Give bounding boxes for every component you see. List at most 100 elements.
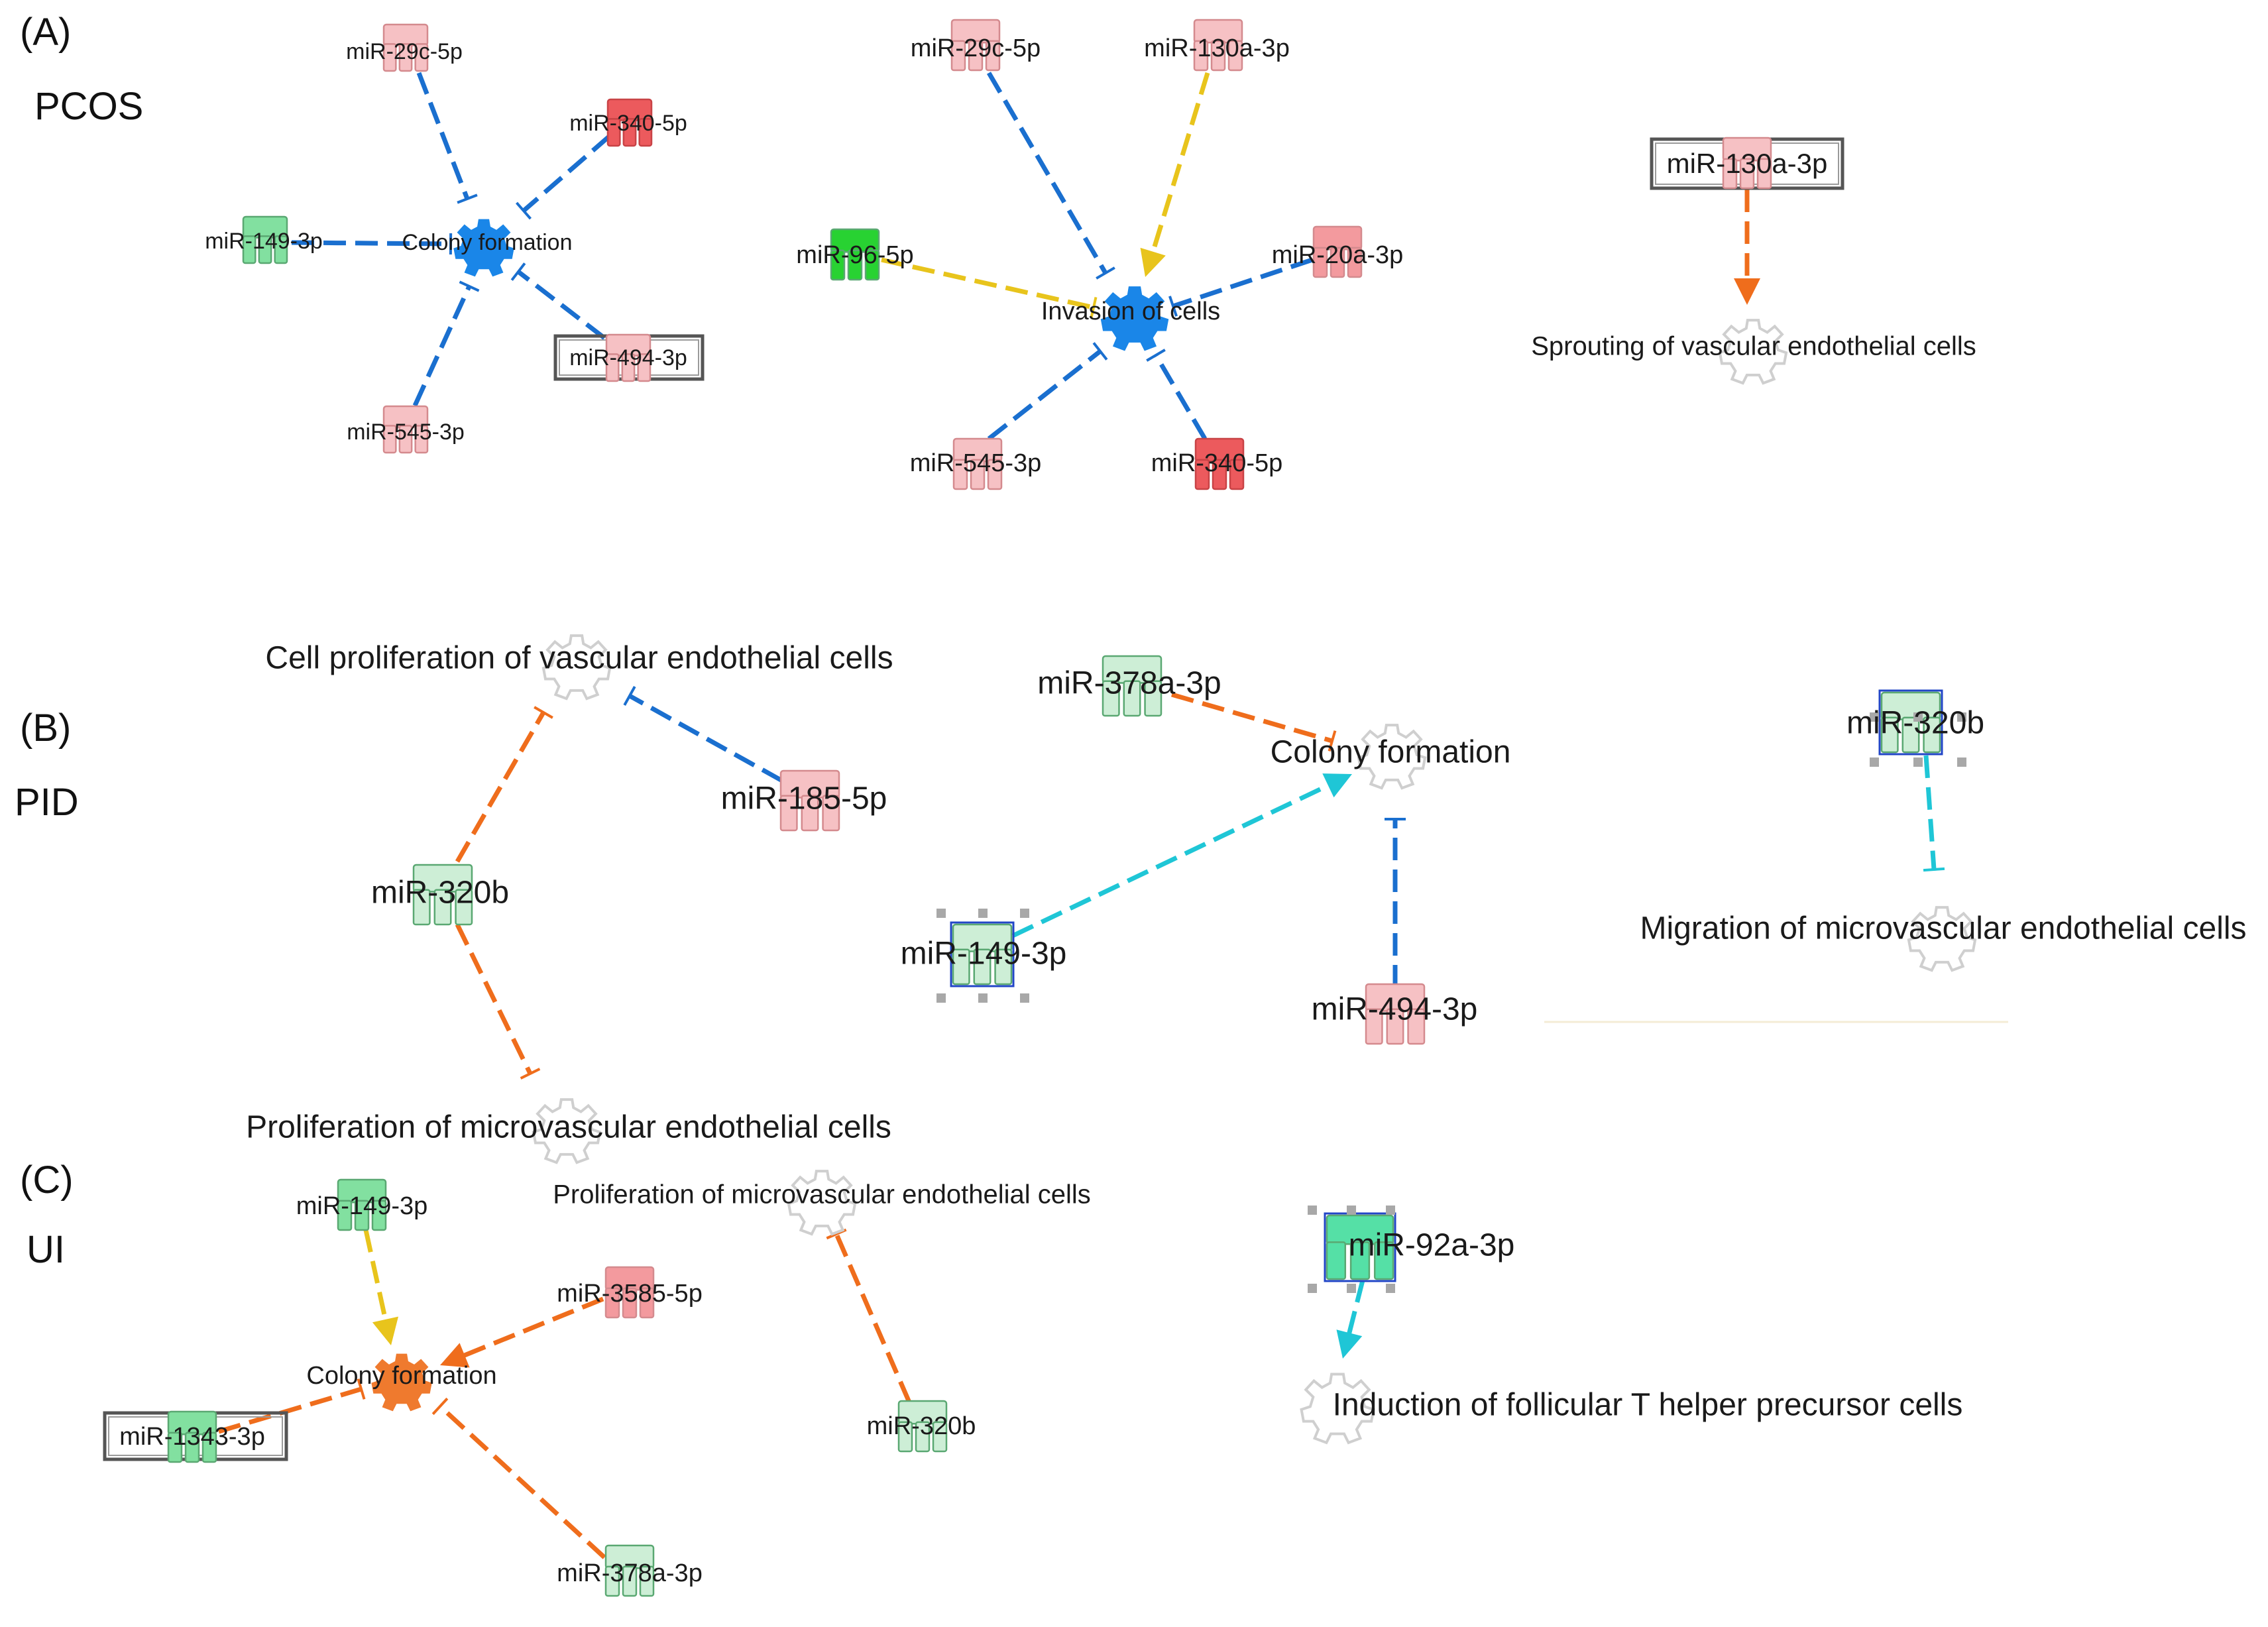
mirna-icon-leg bbox=[622, 1565, 638, 1597]
panel-a-name: PCOS bbox=[34, 85, 143, 128]
resize-handle[interactable] bbox=[1308, 1206, 1317, 1215]
mirna-icon bbox=[604, 1544, 655, 1597]
mirna-icon-leg bbox=[987, 459, 1003, 490]
mirna-icon-leg bbox=[950, 40, 966, 72]
resize-handle[interactable] bbox=[1913, 757, 1923, 767]
mirna-icon bbox=[1365, 983, 1426, 1045]
process-node-a1_cf[interactable]: Colony formation bbox=[402, 219, 573, 277]
mirna-node-a2_340[interactable]: miR-340-5p bbox=[1151, 437, 1283, 490]
mirna-node-c1_378[interactable]: miR-378a-3p bbox=[557, 1544, 703, 1597]
mirna-icon-leg bbox=[952, 459, 968, 490]
edge-a2_29c-a2_inv bbox=[986, 72, 1115, 280]
mirna-node-a1_545[interactable]: miR-545-3p bbox=[347, 405, 465, 454]
inhibit-bar bbox=[1096, 266, 1115, 280]
mirna-node-c1_1343[interactable]: miR-1343-3p bbox=[103, 1410, 288, 1463]
edge-a2_545-a2_inv bbox=[987, 342, 1108, 441]
mirna-node-b2_378[interactable]: miR-378a-3p bbox=[1037, 655, 1221, 717]
mirna-icon-leg bbox=[604, 1565, 620, 1597]
resize-handle[interactable] bbox=[936, 993, 946, 1003]
mirna-node-c2_320[interactable]: miR-320b bbox=[867, 1400, 976, 1453]
node-label: miR-340-5p bbox=[1151, 449, 1283, 477]
mirna-node-b2_494[interactable]: miR-494-3p bbox=[1312, 983, 1478, 1045]
resize-handle[interactable] bbox=[1957, 757, 1966, 767]
resize-handle[interactable] bbox=[1386, 1206, 1395, 1215]
resize-handle[interactable] bbox=[1308, 1284, 1317, 1293]
inhibit-bar bbox=[1090, 296, 1098, 319]
mirna-icon bbox=[1878, 689, 1943, 756]
panel-a-header: (A) PCOS bbox=[20, 11, 143, 128]
resize-handle[interactable] bbox=[978, 909, 988, 918]
mirna-node-a1_29c[interactable]: miR-29c-5p bbox=[346, 23, 463, 72]
edge-line bbox=[516, 270, 606, 340]
process-node-c1_cf[interactable]: Colony formation bbox=[306, 1353, 497, 1412]
process-node-c2_pm[interactable]: Proliferation of microvascular endotheli… bbox=[553, 1170, 1091, 1236]
node-label: miR-20a-3p bbox=[1272, 241, 1404, 269]
resize-handle[interactable] bbox=[936, 909, 946, 918]
mirna-node-b1_320[interactable]: miR-320b bbox=[371, 864, 509, 926]
mirna-node-a3_130a[interactable]: miR-130a-3p bbox=[1650, 137, 1844, 190]
mirna-node-a2_130a[interactable]: miR-130a-3p bbox=[1144, 19, 1290, 72]
mirna-node-c3_92a[interactable]: miR-92a-3p bbox=[1308, 1206, 1514, 1293]
resize-handle[interactable] bbox=[1020, 993, 1029, 1003]
mirna-icon-leg bbox=[1365, 1008, 1383, 1045]
mirna-icon-leg bbox=[1210, 40, 1226, 72]
mirna-node-b1_185[interactable]: miR-185-5p bbox=[721, 769, 887, 832]
mirna-node-a2_96[interactable]: miR-96-5p bbox=[796, 228, 914, 281]
mirna-icon bbox=[382, 23, 429, 72]
process-node-b1_cp[interactable]: Cell proliferation of vascular endotheli… bbox=[265, 634, 893, 701]
mirna-icon bbox=[779, 769, 840, 832]
panel-c-name: UI bbox=[27, 1228, 65, 1271]
mirna-node-b2_149[interactable]: miR-149-3p bbox=[901, 909, 1067, 1003]
mirna-icon bbox=[950, 921, 1015, 987]
process-node-b1_pm[interactable]: Proliferation of microvascular endotheli… bbox=[246, 1098, 891, 1164]
edge-line bbox=[455, 711, 546, 863]
process-node-c3_ind[interactable]: Induction of follicular T helper precurs… bbox=[1302, 1375, 1963, 1443]
mirna-node-a1_149[interactable]: miR-149-3p bbox=[205, 215, 323, 264]
mirna-icon-leg bbox=[970, 459, 986, 490]
node-label: miR-545-3p bbox=[910, 449, 1042, 477]
mirna-node-a1_340[interactable]: miR-340-5p bbox=[569, 98, 687, 147]
mirna-icon bbox=[897, 1400, 948, 1453]
mirna-icon-leg bbox=[994, 948, 1013, 985]
resize-handle[interactable] bbox=[1386, 1284, 1395, 1293]
resize-handle[interactable] bbox=[1020, 909, 1029, 918]
mirna-node-a2_545[interactable]: miR-545-3p bbox=[910, 437, 1042, 490]
mirna-node-a2_29c[interactable]: miR-29c-5p bbox=[911, 19, 1041, 72]
mirna-node-c1_149[interactable]: miR-149-3p bbox=[296, 1178, 428, 1231]
inhibit-bar bbox=[459, 280, 480, 292]
mirna-icon-leg bbox=[1229, 459, 1245, 490]
node-label: miR-29c-5p bbox=[346, 39, 463, 64]
mirna-icon bbox=[382, 405, 429, 454]
resize-handle[interactable] bbox=[1913, 712, 1923, 722]
mirna-icon bbox=[337, 1178, 387, 1231]
resize-handle[interactable] bbox=[1347, 1206, 1356, 1215]
process-node-b3_mig[interactable]: Migration of microvascular endothelial c… bbox=[1640, 906, 2247, 972]
process-node-a2_inv[interactable]: Invasion of cells bbox=[1041, 286, 1220, 351]
mirna-icon-leg bbox=[1347, 247, 1363, 278]
resize-handle[interactable] bbox=[1870, 757, 1879, 767]
process-node-a3_spr[interactable]: Sprouting of vascular endothelial cells bbox=[1531, 319, 1976, 385]
resize-handle[interactable] bbox=[1870, 712, 1879, 722]
mirna-icon bbox=[1102, 655, 1162, 717]
mirna-icon bbox=[1194, 437, 1245, 490]
node-label: Colony formation bbox=[306, 1362, 496, 1390]
edge-line bbox=[834, 1233, 912, 1404]
edge-b2_149-b2_cf bbox=[1011, 773, 1352, 938]
node-label: miR-130a-3p bbox=[1144, 34, 1290, 62]
mirna-node-c1_3585[interactable]: miR-3585-5p bbox=[557, 1266, 703, 1319]
resize-handle[interactable] bbox=[1347, 1284, 1356, 1293]
mirna-icon-leg bbox=[1102, 680, 1120, 717]
mirna-icon-leg bbox=[398, 43, 413, 72]
mirna-icon-leg bbox=[639, 1565, 655, 1597]
edge-line bbox=[412, 285, 472, 407]
mirna-node-a2_20a[interactable]: miR-20a-3p bbox=[1272, 225, 1404, 278]
mirna-icon bbox=[952, 437, 1003, 490]
process-node-b2_cf[interactable]: Colony formation bbox=[1271, 724, 1511, 790]
mirna-icon-leg bbox=[932, 1421, 948, 1453]
resize-handle[interactable] bbox=[978, 993, 988, 1003]
node-label: Colony formation bbox=[402, 230, 572, 255]
resize-handle[interactable] bbox=[1957, 712, 1966, 722]
mirna-node-a1_494[interactable]: miR-494-3p bbox=[553, 333, 705, 382]
arrow-head bbox=[1322, 773, 1352, 798]
mirna-node-b3_320[interactable]: miR-320b bbox=[1846, 689, 1984, 767]
